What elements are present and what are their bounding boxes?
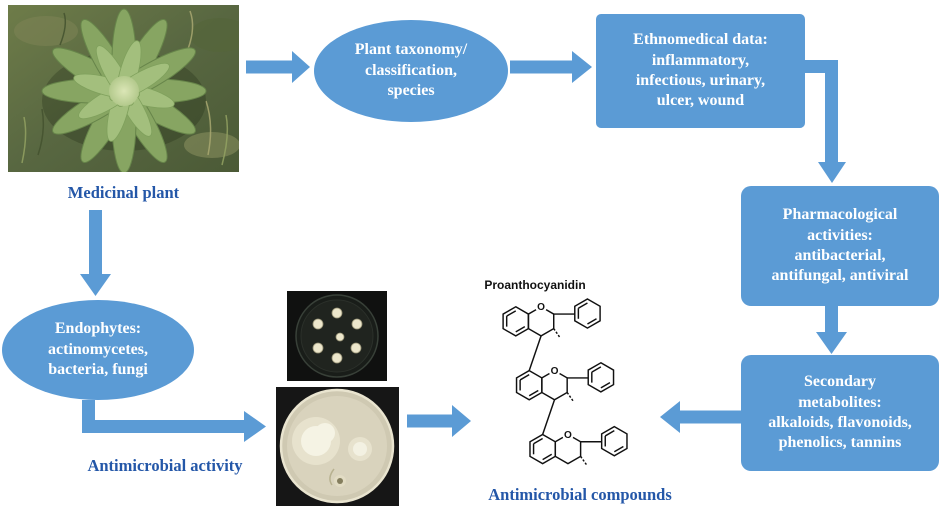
- node-endophytes: Endophytes: actinomycetes, bacteria, fun…: [2, 300, 194, 400]
- arrow-secondary-to-compounds: [660, 401, 741, 433]
- node-endophytes-text: Endophytes: actinomycetes, bacteria, fun…: [48, 320, 148, 379]
- node-pharmacological-activities: Pharmacological activities: antibacteria…: [741, 186, 939, 306]
- arrow-taxonomy-to-ethnomedical: [510, 51, 592, 83]
- antimicrobial-compounds-label: Antimicrobial compounds: [488, 485, 672, 504]
- petri-dish-colonies-photo: [287, 291, 387, 381]
- medicinal-plant-photo: [8, 5, 250, 174]
- proanthocyanidin-structure: O O O: [462, 290, 674, 482]
- node-ethnomedical-data: Ethnomedical data: inflammatory, infecti…: [596, 14, 805, 128]
- proanthocyanidin-title: Proanthocyanidin: [484, 278, 586, 292]
- node-secondary-metabolites-text: Secondary metabolites: alkaloids, flavon…: [768, 373, 912, 452]
- arrow-plant-to-taxonomy: [246, 51, 310, 83]
- node-pharmacological-activities-text: Pharmacological activities: antibacteria…: [771, 206, 909, 285]
- node-secondary-metabolites: Secondary metabolites: alkaloids, flavon…: [741, 355, 939, 471]
- arrow-plant-to-endophytes: [80, 210, 111, 296]
- oxygen-atom-label: O: [551, 366, 559, 377]
- oxygen-atom-label: O: [537, 302, 545, 313]
- arrow-ethnomedical-to-pharmacological: [805, 60, 846, 183]
- node-ethnomedical-data-text: Ethnomedical data: inflammatory, infecti…: [633, 31, 768, 110]
- petri-dish-inhibition-photo: [276, 387, 399, 506]
- node-plant-taxonomy: Plant taxonomy/ classification, species: [314, 20, 508, 122]
- node-plant-taxonomy-text: Plant taxonomy/ classification, species: [354, 41, 468, 100]
- arrow-pharmacological-to-secondary: [816, 306, 847, 354]
- medicinal-plant-label: Medicinal plant: [67, 183, 180, 202]
- arrow-assay-to-compounds: [407, 405, 471, 437]
- antimicrobial-activity-label: Antimicrobial activity: [87, 456, 243, 475]
- oxygen-atom-label: O: [564, 430, 572, 441]
- arrow-endophytes-to-assay: [82, 400, 266, 442]
